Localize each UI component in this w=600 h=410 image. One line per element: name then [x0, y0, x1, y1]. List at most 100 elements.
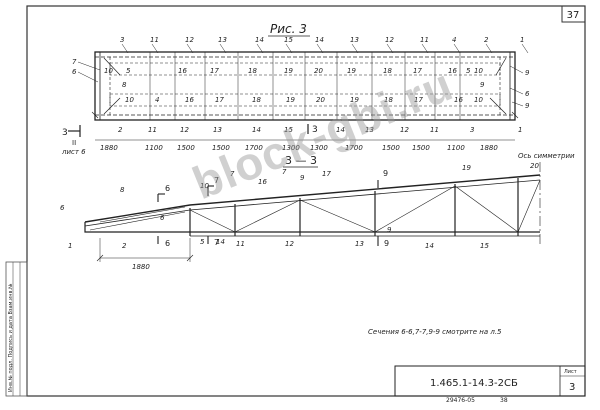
plan-inner-bottom-label: 19 — [286, 96, 295, 104]
plan-dimension: 1880 — [480, 144, 498, 152]
cut-mark-6-bottom: 6 — [165, 239, 170, 248]
plan-label-9-inner: 9 — [480, 81, 485, 89]
section-label: 8 — [120, 186, 125, 194]
plan-inner-bottom-label: 19 — [350, 96, 359, 104]
section-label: 13 — [355, 240, 364, 248]
section-label: 1 — [68, 242, 72, 250]
plan-inner-top-label: 18 — [248, 67, 257, 75]
plan-lower-callout: 14 — [252, 126, 261, 134]
stamp-sheet-number: 3 — [569, 382, 575, 393]
plan-top-callout: 2 — [484, 36, 489, 44]
section-label: 6 — [60, 204, 65, 212]
section-label: 16 — [258, 178, 267, 186]
plan-right-label-6: 6 — [525, 90, 530, 98]
cut-mark-7-bottom: 7 — [214, 238, 219, 247]
plan-top-leader — [386, 43, 394, 54]
plan-inner-bottom-label: 4 — [155, 96, 159, 104]
plan-lower-callout: 3 — [470, 126, 474, 134]
plan-inner-top-label: 16 — [448, 67, 457, 75]
cut-mark-9-bottom: 9 — [384, 239, 389, 248]
section-label: 7 — [230, 170, 235, 178]
plan-left-label-6: 6 — [72, 68, 77, 76]
side-stamp-text: Инв.№ подл. Подпись и дата Взам.инв.№ — [8, 283, 14, 392]
plan-dimension: 1880 — [100, 144, 118, 152]
plan-top-callout: 13 — [218, 36, 227, 44]
stamp-sheet-label: Лист — [564, 369, 577, 375]
section-label: 12 — [285, 240, 294, 248]
section-marker-left: 3 — [62, 128, 68, 138]
plan-inner-top-label: 17 — [413, 67, 422, 75]
plan-top-callout: 11 — [150, 36, 159, 44]
plan-inner-top-label: 16 — [178, 67, 187, 75]
plan-top-callout: 3 — [120, 36, 124, 44]
section-label: 11 — [236, 240, 245, 248]
plan-lower-callout: 15 — [284, 126, 293, 134]
plan-right-label-9b: 9 — [525, 102, 530, 110]
sheet-number: 37 — [567, 10, 580, 21]
plan-top-leader — [121, 43, 129, 54]
section-view — [84, 174, 541, 237]
section-label: 14 — [216, 238, 225, 246]
footer-page: 38 — [500, 397, 508, 404]
plan-dimension: 1500 — [412, 144, 430, 152]
section-label: 9 — [387, 226, 392, 234]
section-label: 10 — [200, 182, 209, 190]
plan-top-leader — [421, 43, 429, 54]
plan-dimension: 1300 — [282, 144, 300, 152]
plan-top-leader — [485, 43, 493, 54]
plan-inner-bottom-label: 20 — [316, 96, 325, 104]
plan-top-callout: 14 — [255, 36, 264, 44]
plan-inner-top-label: 20 — [314, 67, 323, 75]
plan-dimension: 1100 — [447, 144, 465, 152]
plan-top-leader — [151, 43, 159, 54]
plan-inner-bottom-label: 16 — [454, 96, 463, 104]
section-label: 2 — [122, 242, 127, 250]
figure-title: Рис. 3 — [270, 22, 307, 36]
section-label: 15 — [480, 242, 489, 250]
cut-mark-9-top: 9 — [383, 169, 388, 178]
side-stamp — [5, 261, 28, 397]
plan-lower-callout: 13 — [365, 126, 374, 134]
plan-dimension: 1500 — [382, 144, 400, 152]
plan-top-leader — [219, 43, 227, 54]
plan-top-callout: 11 — [420, 36, 429, 44]
section-marker-center: 3 — [312, 125, 318, 135]
plan-lower-callout: 11 — [430, 126, 439, 134]
plan-dimension: 1500 — [177, 144, 195, 152]
plan-inner-top-label: 19 — [347, 67, 356, 75]
section-label: 17 — [322, 170, 331, 178]
section-label: 14 — [425, 242, 434, 250]
symmetry-axis-label: Ось симметрии — [518, 152, 575, 160]
plan-lower-callout: 13 — [213, 126, 222, 134]
section-title: 3 — 3 — [285, 154, 317, 167]
plan-label-8: 8 — [122, 81, 127, 89]
section-label: 7 — [282, 168, 287, 176]
plan-inner-top-label: 10 — [104, 67, 113, 75]
plan-lower-callout: 14 — [336, 126, 345, 134]
section-label: 20 — [530, 162, 539, 170]
plan-left-label-7: 7 — [72, 58, 77, 66]
sheet-ref: лист 6 — [61, 148, 86, 156]
section-label: 6 — [160, 214, 165, 222]
plan-lower-callout: 11 — [148, 126, 157, 134]
plan-inner-bottom-label: 18 — [252, 96, 261, 104]
plan-view — [91, 51, 519, 121]
plan-top-leader — [316, 43, 324, 54]
plan-inner-top-label: 17 — [210, 67, 219, 75]
plan-inner-top-label: 5 — [126, 67, 131, 75]
plan-inner-bottom-label: 16 — [185, 96, 194, 104]
plan-top-callout: 14 — [315, 36, 324, 44]
plan-top-leader — [285, 43, 293, 54]
plan-dimension: 1300 — [310, 144, 328, 152]
plan-top-callout: 15 — [284, 36, 293, 44]
plan-inner-bottom-label: 18 — [384, 96, 393, 104]
plan-inner-bottom-label: 17 — [414, 96, 423, 104]
plan-dimension: 1700 — [345, 144, 363, 152]
plan-inner-bottom-label: 10 — [125, 96, 134, 104]
plan-top-callout: 4 — [452, 36, 456, 44]
